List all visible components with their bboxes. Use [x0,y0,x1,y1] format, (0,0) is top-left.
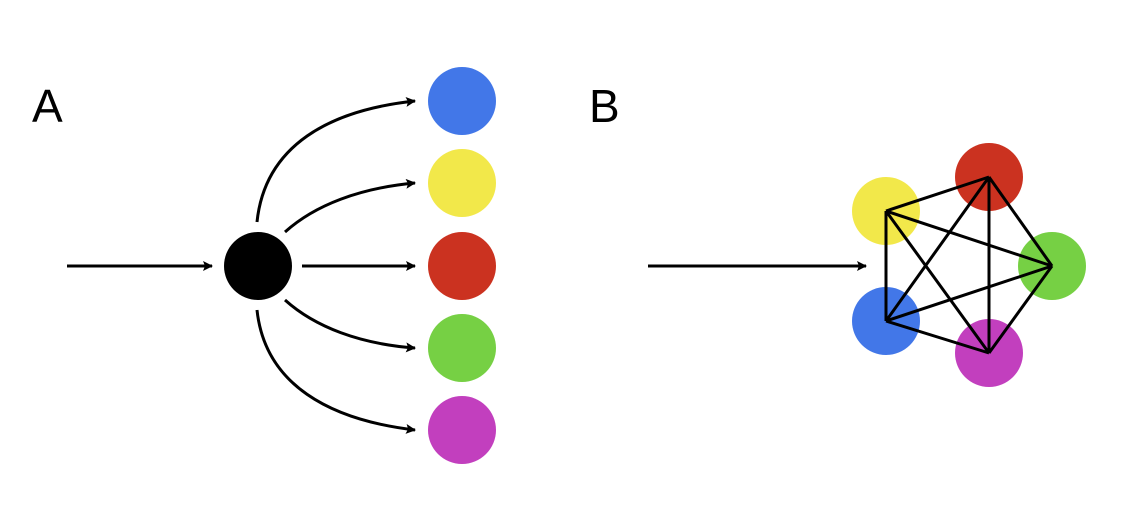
yellow-node [428,149,496,217]
magenta-node [428,396,496,464]
panel-b: B [589,80,1086,387]
edge-yellow-magenta [884,210,991,354]
panel-a: A [32,67,496,464]
edge-magenta-blue [885,319,990,355]
arrow-to-green [283,298,416,353]
panel-a-label: A [32,80,63,132]
edge-yellow-red [885,175,990,213]
complete-graph-edges [884,175,1054,355]
arrow-to-blue [255,96,416,223]
edge-red-blue [884,176,991,322]
edge-green-magenta [987,265,1054,354]
red-node [428,232,496,300]
arrow-to-magenta [255,309,416,434]
hub-node [224,232,292,300]
panel-b-label: B [589,80,620,132]
edge-green-blue [885,264,1053,323]
arrow-to-yellow [283,178,416,234]
edge-red-green [987,176,1054,267]
blue-node [428,67,496,135]
green-node [428,314,496,382]
edge-yellow-green [885,209,1053,268]
